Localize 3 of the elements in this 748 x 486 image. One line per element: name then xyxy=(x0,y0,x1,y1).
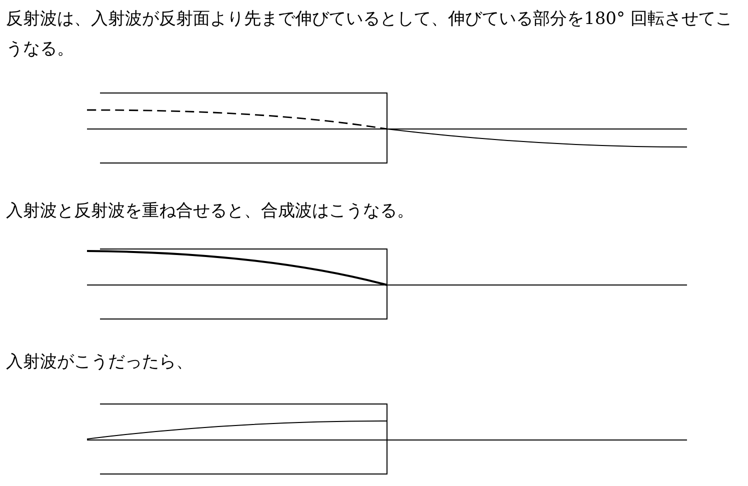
explanation-text: 反射波は、入射波が反射面より先まで伸びているとして、伸びている部分を180° 回転させてこうなる。 xyxy=(6,8,734,61)
explanation-text: 入射波と反射波を重ね合せると、合成波はこうなる。 xyxy=(6,200,415,223)
explanation-text: 入射波がこうだったら、 xyxy=(6,351,194,374)
